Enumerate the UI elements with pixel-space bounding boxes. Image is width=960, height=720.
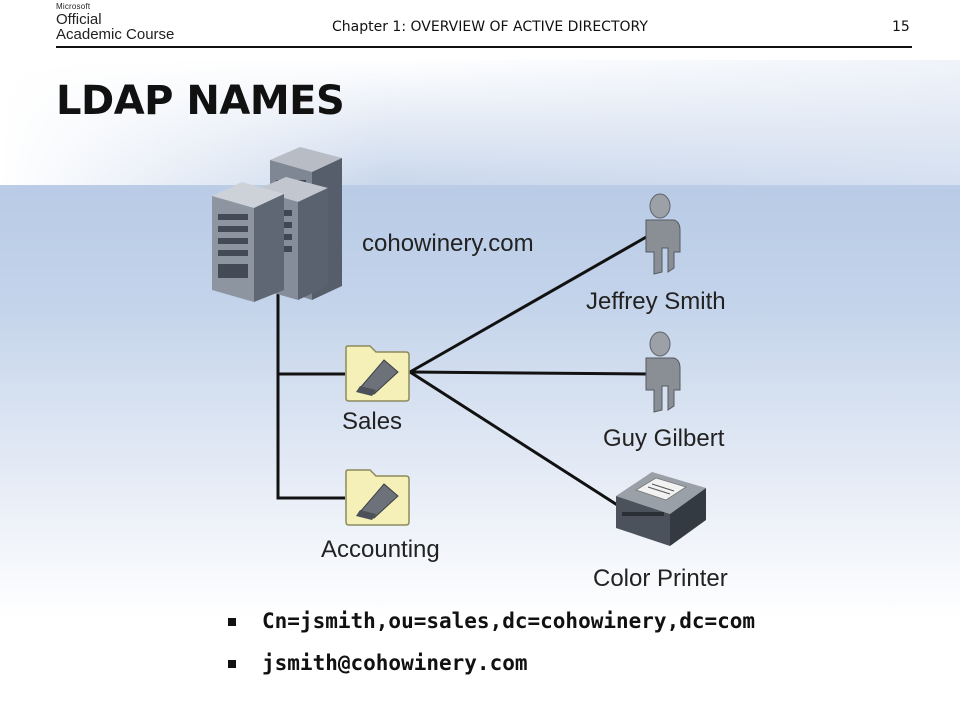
bullet-text: jsmith@cohowinery.com xyxy=(262,651,528,675)
logo-microsoft-text: Microsoft xyxy=(56,2,91,11)
bullet-item: Cn=jsmith,ou=sales,dc=cohowinery,dc=com xyxy=(228,606,755,648)
domain-label: cohowinery.com xyxy=(362,230,534,257)
connector-sales-to-jeffrey xyxy=(409,234,649,374)
connector-lines xyxy=(276,234,649,510)
ou-label-accounting: Accounting xyxy=(321,536,440,563)
printer-icon xyxy=(616,472,706,546)
bullet-text: Cn=jsmith,ou=sales,dc=cohowinery,dc=com xyxy=(262,609,756,633)
connector-server-to-sales xyxy=(276,290,345,376)
user-label-jeffrey: Jeffrey Smith xyxy=(586,288,726,315)
bullet-marker xyxy=(228,618,236,626)
user-icon-jeffrey xyxy=(645,193,681,275)
ou-label-sales: Sales xyxy=(342,408,403,435)
logo-line-1: Official xyxy=(56,11,102,28)
header-divider xyxy=(56,46,912,48)
slide-header: Microsoft Official Academic Course Chapt… xyxy=(0,0,960,50)
bullet-list: Cn=jsmith,ou=sales,dc=cohowinery,dc=com … xyxy=(228,606,755,690)
connector-sales-to-printer xyxy=(409,370,623,510)
server-icon xyxy=(212,147,342,302)
course-logo: Microsoft Official Academic Course xyxy=(56,2,175,43)
chapter-title: Chapter 1: OVERVIEW OF ACTIVE DIRECTORY xyxy=(332,19,648,35)
accounting-folder-icon xyxy=(345,469,410,526)
user-icon-guy xyxy=(645,331,681,413)
bullet-marker xyxy=(228,660,236,668)
slide-title: LDAP NAMES xyxy=(56,78,345,124)
connector-sales-to-guy xyxy=(409,370,649,376)
user-label-guy: Guy Gilbert xyxy=(603,425,725,452)
logo-line-2: Academic Course xyxy=(56,26,175,43)
connector-server-to-accounting xyxy=(276,374,345,500)
printer-label: Color Printer xyxy=(593,565,728,592)
page-number: 15 xyxy=(892,19,910,35)
sales-folder-icon xyxy=(345,345,410,402)
slide-background-band xyxy=(0,60,960,185)
bullet-item: jsmith@cohowinery.com xyxy=(228,648,755,690)
